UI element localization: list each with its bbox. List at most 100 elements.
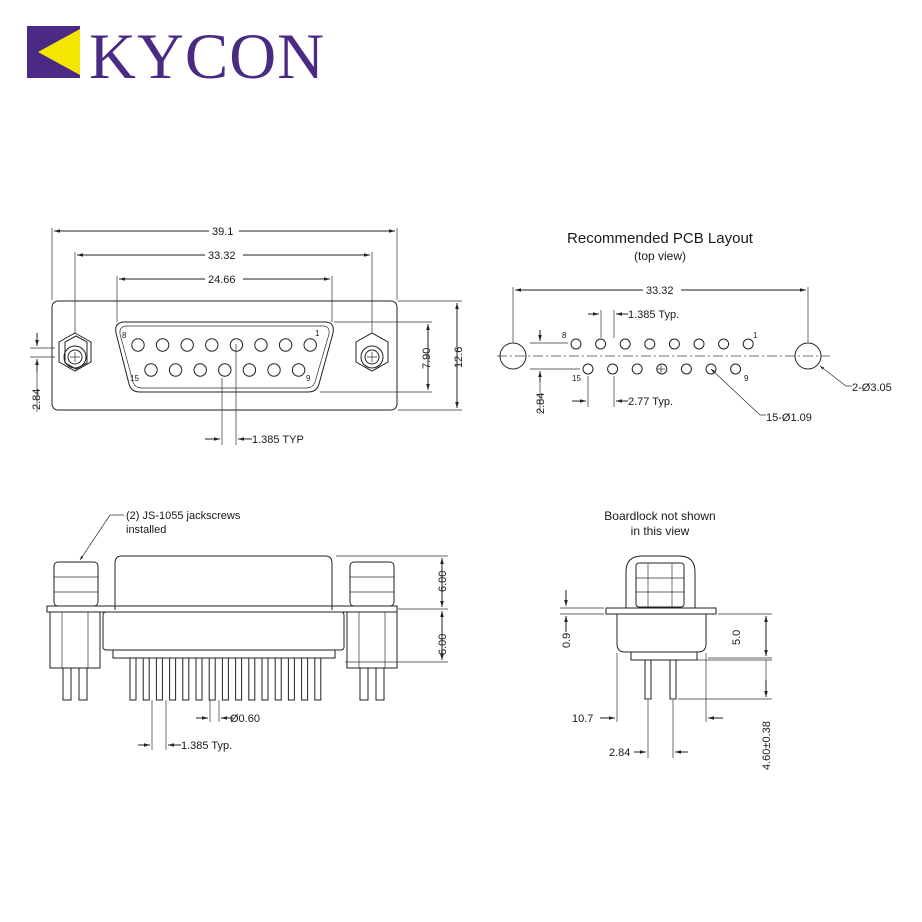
side-flange: [46, 605, 398, 613]
pcb-pins-bottom: [582, 363, 742, 375]
end-body: [616, 614, 707, 653]
pcb-layout: Recommended PCB Layout (top view) 8 1 15…: [497, 230, 892, 424]
front-dim-shell-width: 24.66: [208, 274, 236, 286]
side-boardlock-left: [49, 611, 101, 701]
side-dim-pin-pitch: 1.385 Typ.: [181, 740, 232, 752]
front-d-shell: [115, 321, 334, 393]
front-pin: [254, 338, 268, 352]
pcb-dim-mount-spacing: 33.32: [646, 285, 674, 297]
front-jackscrew-right: [355, 332, 389, 372]
front-dim-mount-spacing: 33.32: [208, 250, 236, 262]
pcb-pin-hole: [718, 338, 730, 350]
side-shell: [114, 555, 333, 610]
pcb-pin-hole: [595, 338, 607, 350]
pcb-pin-hole: [680, 363, 692, 375]
front-pin: [144, 363, 158, 377]
end-dim-body-depth: 5.0: [731, 630, 743, 645]
front-pin-label-9: 9: [306, 374, 311, 383]
end-jackscrew-frame: [625, 555, 696, 608]
front-pin: [131, 338, 145, 352]
pcb-pin-label-1: 1: [753, 331, 758, 340]
side-pin-tail: [261, 657, 269, 701]
side-jackscrew-right: [349, 561, 395, 607]
end-note-line-2: in this view: [631, 524, 690, 538]
front-pin: [155, 338, 170, 352]
side-pin-tail: [287, 657, 295, 701]
pcb-pin-label-9: 9: [744, 374, 749, 383]
pcb-pin-hole: [619, 338, 631, 350]
pcb-dim-row-offset: 2.84: [535, 393, 547, 414]
front-pin: [180, 338, 194, 352]
pcb-pin-hole: [693, 338, 705, 350]
side-note-line-1: (2) JS-1055 jackscrews: [126, 510, 241, 522]
front-pin: [205, 338, 219, 352]
pcb-mount-hole-right: [794, 342, 822, 370]
side-dim-height-below: 6.00: [437, 634, 449, 655]
side-pin-tail: [155, 657, 163, 701]
front-pins-top: [131, 338, 317, 352]
pcb-pin-hole: [570, 338, 582, 350]
front-dim-overall-height: 12.6: [453, 347, 465, 368]
pcb-callout-mount-hole: 2-Ø3.05: [852, 382, 892, 394]
pcb-pin-hole: [607, 363, 619, 375]
front-pin: [291, 363, 306, 377]
end-view: Boardlock not shown in this view 0.9 5.0…: [560, 509, 773, 770]
front-pin: [303, 338, 317, 352]
front-pin: [267, 363, 281, 377]
front-jackscrew-left: [58, 332, 92, 372]
side-pin-tail: [169, 657, 177, 701]
front-view: 8 1 15 9 39.1 33.32: [30, 224, 465, 446]
side-pin-tail: [314, 657, 322, 701]
pcb-pin-hole: [730, 363, 742, 375]
pcb-pin-crosshair: [657, 365, 665, 373]
end-dim-flange: 0.9: [561, 633, 573, 648]
front-pins-bottom: [144, 363, 306, 377]
pcb-pin-label-8: 8: [562, 331, 567, 340]
end-dim-tail-length: 4.60±0.38: [761, 721, 773, 770]
side-pin-tail: [182, 657, 190, 701]
side-pin-tail: [248, 657, 256, 701]
end-pins: [644, 659, 677, 700]
end-note-line-1: Boardlock not shown: [604, 509, 715, 523]
pcb-pin-hole: [656, 363, 668, 375]
side-body: [102, 611, 345, 651]
pcb-pins-top: [570, 338, 754, 350]
front-pin: [278, 338, 293, 352]
logo-wordmark: KYCON: [89, 21, 325, 93]
front-pin-label-8: 8: [122, 331, 127, 340]
front-pin: [218, 363, 232, 377]
front-pin-label-15: 15: [130, 374, 139, 383]
end-dim-row-spacing: 2.84: [609, 747, 630, 759]
side-pin-tail: [235, 657, 243, 701]
side-pin-tail: [274, 657, 282, 701]
front-pin: [229, 338, 244, 352]
side-boardlock-right: [346, 611, 398, 701]
side-pin-tail: [301, 657, 309, 701]
front-dim-pin-pitch: 1.385 TYP: [252, 434, 304, 446]
side-pins: [129, 657, 322, 701]
side-dim-height-above: 6.00: [437, 571, 449, 592]
logo-mark-yellow: [38, 29, 80, 75]
side-jackscrew-left: [53, 561, 99, 607]
side-view: (2) JS-1055 jackscrews installed: [46, 510, 449, 752]
front-dim-overall-width: 39.1: [212, 226, 233, 238]
pcb-pin-label-15: 15: [572, 374, 581, 383]
side-pin-tail: [129, 657, 137, 701]
pcb-title: Recommended PCB Layout: [567, 230, 754, 247]
front-dim-row-offset: 2.84: [31, 389, 43, 410]
pcb-callout-pin-hole: 15-Ø1.09: [766, 412, 812, 424]
front-dim-shell-height: 7.90: [421, 348, 433, 369]
side-pin-tail: [195, 657, 203, 701]
end-flange: [605, 607, 717, 615]
pcb-pin-hole: [705, 363, 717, 375]
front-pin: [242, 363, 257, 377]
side-pin-tail: [208, 657, 216, 701]
front-pin: [168, 363, 183, 377]
side-dim-pin-diameter: Ø0.60: [230, 713, 260, 725]
front-pin-label-1: 1: [315, 329, 320, 338]
end-dim-board-offset: 10.7: [572, 713, 593, 725]
pcb-pin-hole: [582, 363, 594, 375]
kycon-logo: KYCON: [27, 21, 325, 93]
pcb-pin-hole: [631, 363, 643, 375]
